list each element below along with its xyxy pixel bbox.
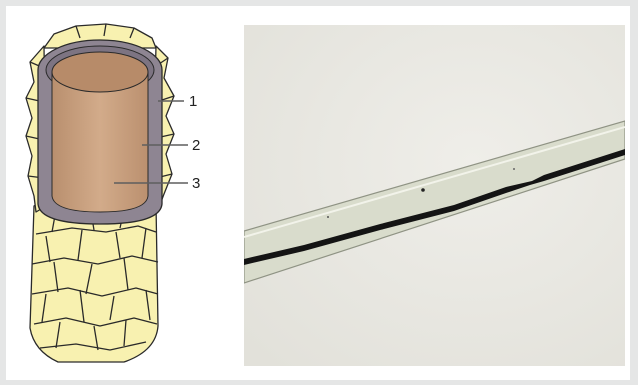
callout-1: 1 — [189, 93, 197, 110]
hair-micrograph — [244, 25, 625, 366]
figure-frame: 1 2 3 — [6, 6, 630, 380]
speck — [421, 188, 425, 192]
speck — [513, 168, 515, 170]
speck — [327, 216, 329, 218]
hair-structure-diagram: 1 2 3 — [6, 6, 236, 380]
callout-2: 2 — [192, 137, 200, 154]
callout-3: 3 — [192, 175, 200, 192]
medulla-core — [52, 72, 148, 212]
medulla-top — [52, 52, 148, 92]
